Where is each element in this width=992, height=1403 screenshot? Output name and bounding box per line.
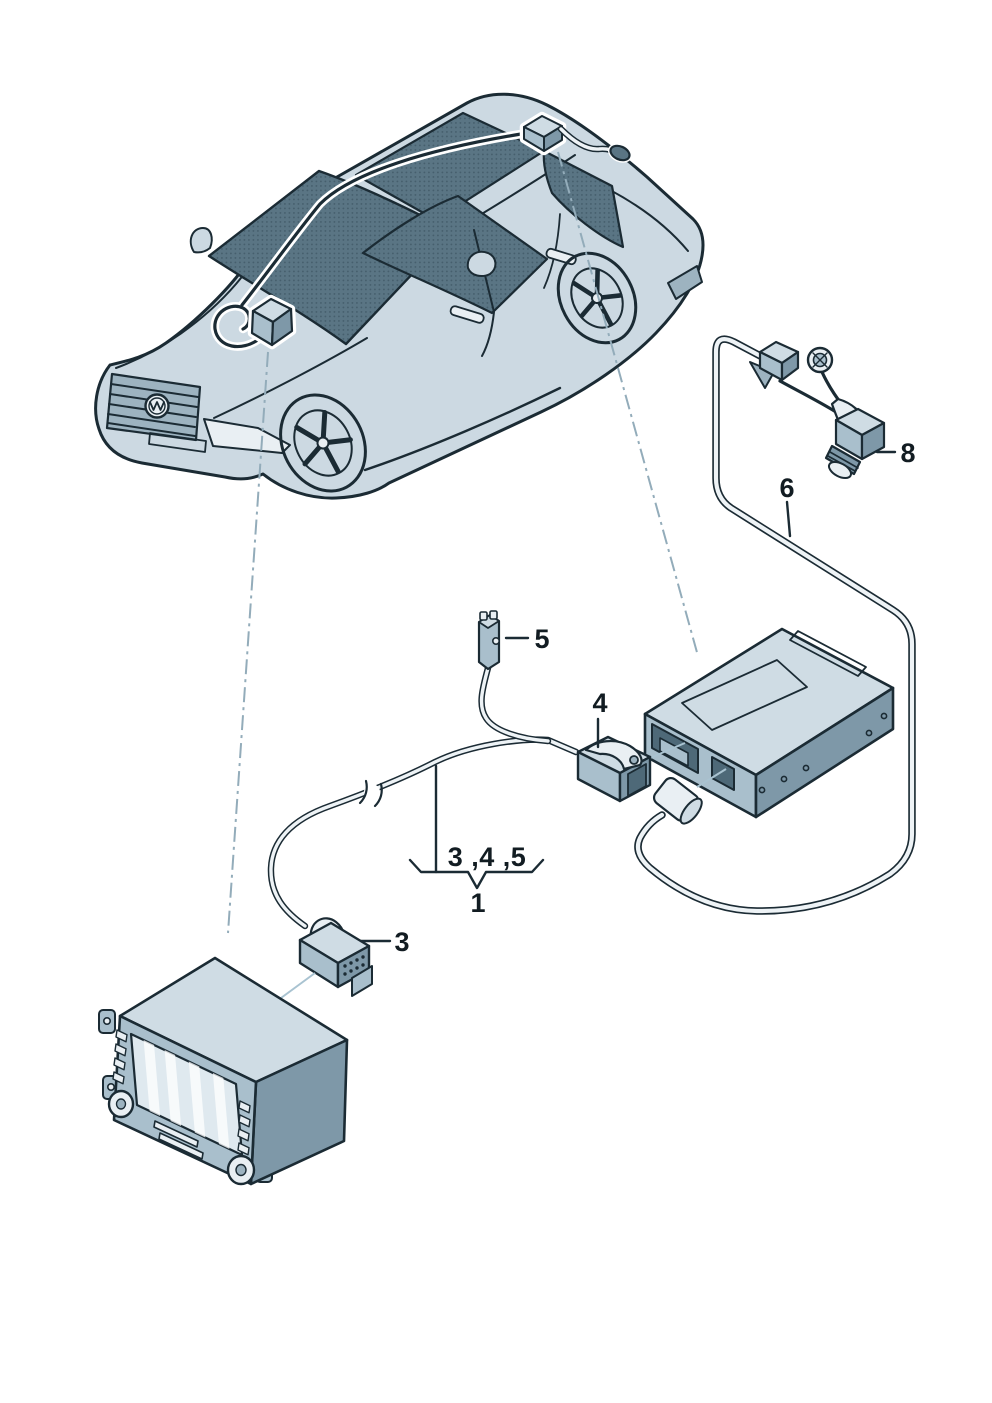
callout-3[interactable]: 3: [394, 927, 409, 957]
callout-5[interactable]: 5: [534, 624, 549, 654]
cable-break-symbol: [358, 779, 383, 808]
tuner-vent-recess: [789, 630, 867, 677]
right-button-column: [237, 1100, 251, 1156]
tuner-side-face: [754, 686, 895, 819]
tuner-slot-aux: [711, 756, 735, 791]
camera-lens: [827, 460, 853, 480]
right-knob: [226, 1154, 256, 1186]
ferrite-bead: [652, 776, 703, 825]
trunk-edge: [609, 189, 689, 252]
round-connector: [806, 346, 834, 374]
tuner-connector-4: [576, 735, 652, 803]
camera-assembly: [749, 340, 886, 480]
callout-group-1[interactable]: 1: [470, 888, 485, 918]
left-button-column: [112, 1029, 128, 1085]
group-bracket: [408, 764, 545, 890]
cd-slot: [153, 1120, 199, 1148]
rocker-line: [363, 386, 562, 472]
antenna-connector-5: [477, 610, 501, 671]
rear-window-texture: [543, 151, 623, 247]
connector4-lever: [584, 740, 643, 771]
tuner-slot-main-tongue: [659, 737, 689, 767]
rear-shelf-box: [519, 111, 567, 156]
bracket: [408, 858, 545, 890]
leader-dash-rear: [557, 151, 699, 657]
harness-cable-1: [271, 668, 576, 926]
camera-body: [824, 407, 886, 480]
tuner-screws: [758, 712, 888, 794]
tuner-box: [643, 627, 895, 819]
callout-group-items[interactable]: 3 ,4 ,5: [448, 842, 527, 872]
dash-unit-box: [247, 294, 297, 350]
connector3-pins: [343, 955, 365, 976]
vw-badge: [144, 393, 170, 419]
windshield-texture: [209, 171, 452, 344]
leader-connector3-to-headunit: [280, 972, 316, 999]
leader-bead-to-slot: [696, 768, 727, 788]
tuner-label-recess: [681, 659, 808, 731]
cable-clip: [749, 340, 800, 389]
front-door-handle: [449, 305, 485, 324]
fender-line: [213, 337, 368, 419]
left-knob: [107, 1089, 135, 1119]
leader-line-6: [785, 500, 792, 538]
head-unit: [98, 956, 349, 1186]
connector3-latch: [351, 965, 373, 997]
car-illustration: [94, 92, 705, 500]
front-wheel: [279, 393, 367, 493]
license-recess: [148, 432, 207, 453]
left-mirror: [189, 227, 213, 254]
rear-antenna-pigtail: [557, 125, 633, 163]
callout-8[interactable]: 8: [900, 438, 915, 468]
headlight: [203, 418, 291, 454]
callout-6[interactable]: 6: [779, 473, 794, 503]
callout-labels: 3 4 5 6 8 3 ,4 ,5 1: [359, 438, 916, 957]
callout-4[interactable]: 4: [592, 688, 607, 718]
screen-glare-stripes: [143, 1040, 230, 1149]
leader-dash-front: [227, 351, 269, 934]
right-mirror: [466, 250, 497, 277]
side-window-texture: [363, 196, 547, 313]
aux-slot: [158, 1132, 204, 1160]
head-unit-connector-3: [298, 917, 373, 997]
b-pillar: [473, 229, 495, 357]
taillight: [667, 265, 703, 300]
